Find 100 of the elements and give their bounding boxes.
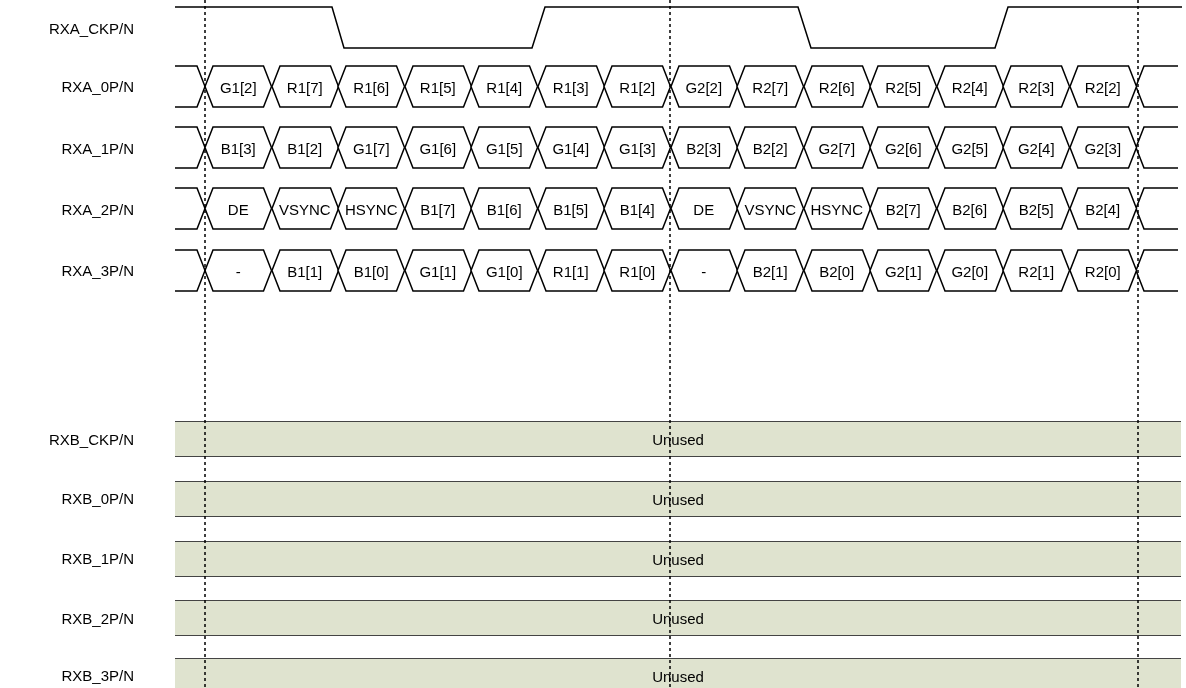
bus-segment xyxy=(604,250,671,291)
band-label: Unused xyxy=(651,490,705,508)
bus-segment xyxy=(604,66,671,107)
signal-name: RXA_0P/N xyxy=(61,77,134,95)
bus-segment xyxy=(271,250,338,291)
bus-segment xyxy=(537,250,604,291)
bit-label: B1[6] xyxy=(485,200,523,217)
unused-band xyxy=(175,658,1181,688)
bus-segment xyxy=(471,66,538,107)
bus-segment xyxy=(205,127,272,168)
bus-segment xyxy=(205,66,272,107)
bit-label: R2[5] xyxy=(884,78,923,95)
signal-name: RXA_1P/N xyxy=(61,139,134,157)
bit-label: HSYNC xyxy=(809,200,864,217)
bit-label: R2[2] xyxy=(1083,78,1122,95)
bus-segment xyxy=(404,188,471,229)
bus-segment xyxy=(936,250,1003,291)
signal-name: RXB_3P/N xyxy=(61,666,134,684)
bus-segment xyxy=(338,188,405,229)
band-label: Unused xyxy=(651,609,705,627)
bus-segment xyxy=(404,127,471,168)
bit-label: R1[6] xyxy=(352,78,391,95)
bus-segment xyxy=(205,188,272,229)
bus-segment xyxy=(1069,127,1136,168)
bit-label: B1[7] xyxy=(419,200,457,217)
bit-label: G2[4] xyxy=(1016,139,1056,156)
bit-label: G1[6] xyxy=(418,139,458,156)
bit-label: R1[7] xyxy=(285,78,324,95)
bus-segment xyxy=(404,250,471,291)
unused-band xyxy=(175,481,1181,517)
unused-band xyxy=(175,421,1181,457)
bus-segment xyxy=(670,127,737,168)
bus-segment xyxy=(1069,188,1136,229)
bit-label: G2[7] xyxy=(817,139,857,156)
signal-name: RXB_1P/N xyxy=(61,549,134,567)
bit-label: B1[0] xyxy=(352,262,390,279)
bit-label: R2[1] xyxy=(1017,262,1056,279)
bus-segment xyxy=(271,188,338,229)
bit-label: R2[3] xyxy=(1017,78,1056,95)
bit-label: B1[3] xyxy=(219,139,257,156)
bit-label: R2[6] xyxy=(817,78,856,95)
bus-segment xyxy=(737,188,804,229)
bit-label: G1[2] xyxy=(218,78,258,95)
bus-segment xyxy=(338,127,405,168)
bus-segment xyxy=(803,66,870,107)
bus-segment xyxy=(537,66,604,107)
bus-segment xyxy=(338,66,405,107)
bit-label: G2[2] xyxy=(684,78,724,95)
bit-label: R1[3] xyxy=(551,78,590,95)
bit-label: DE xyxy=(692,200,716,217)
signal-name: RXA_CKP/N xyxy=(48,19,134,37)
bus-segment xyxy=(404,66,471,107)
unused-band xyxy=(175,541,1181,577)
bus-segment xyxy=(471,127,538,168)
bus-segment xyxy=(737,127,804,168)
bit-label: B2[6] xyxy=(951,200,989,217)
bit-label: B1[2] xyxy=(286,139,324,156)
bit-label: VSYNC xyxy=(743,200,798,217)
bit-label: DE xyxy=(226,200,250,217)
bus-segment xyxy=(1003,188,1070,229)
bit-label: B2[5] xyxy=(1017,200,1055,217)
bus-segment xyxy=(1003,127,1070,168)
bit-label: - xyxy=(234,262,242,279)
bus-segment xyxy=(604,188,671,229)
bit-label: G1[3] xyxy=(617,139,657,156)
bit-label: R2[4] xyxy=(950,78,989,95)
bit-label: G1[7] xyxy=(351,139,391,156)
bit-label: HSYNC xyxy=(344,200,399,217)
bit-label: B2[2] xyxy=(751,139,789,156)
bus-segment xyxy=(670,250,737,291)
bus-segment xyxy=(205,250,272,291)
signal-name: RXA_2P/N xyxy=(61,200,134,218)
bus-segment xyxy=(271,127,338,168)
bit-label: B1[1] xyxy=(286,262,324,279)
bit-label: G2[6] xyxy=(883,139,923,156)
bit-label: B2[4] xyxy=(1084,200,1122,217)
bit-label: G1[1] xyxy=(418,262,458,279)
band-label: Unused xyxy=(651,430,705,448)
bus-segment xyxy=(936,188,1003,229)
bus-segment xyxy=(604,127,671,168)
bus-segment xyxy=(803,188,870,229)
bus-segment xyxy=(471,188,538,229)
bus-segment xyxy=(471,250,538,291)
signal-name: RXB_2P/N xyxy=(61,609,134,627)
bit-label: G2[0] xyxy=(950,262,990,279)
bit-label: VSYNC xyxy=(277,200,332,217)
bus-segment xyxy=(870,66,937,107)
bit-label: B2[3] xyxy=(685,139,723,156)
bus-segment xyxy=(537,188,604,229)
bus-segment xyxy=(537,127,604,168)
bus-segment xyxy=(1003,66,1070,107)
signal-name: RXB_CKP/N xyxy=(48,430,134,448)
bus-segment xyxy=(338,250,405,291)
bit-label: G1[0] xyxy=(484,262,524,279)
band-label: Unused xyxy=(651,667,705,685)
bit-label: R2[7] xyxy=(751,78,790,95)
bit-label: G2[1] xyxy=(883,262,923,279)
bit-label: B2[0] xyxy=(818,262,856,279)
bus-segment xyxy=(803,250,870,291)
bus-segment xyxy=(870,250,937,291)
